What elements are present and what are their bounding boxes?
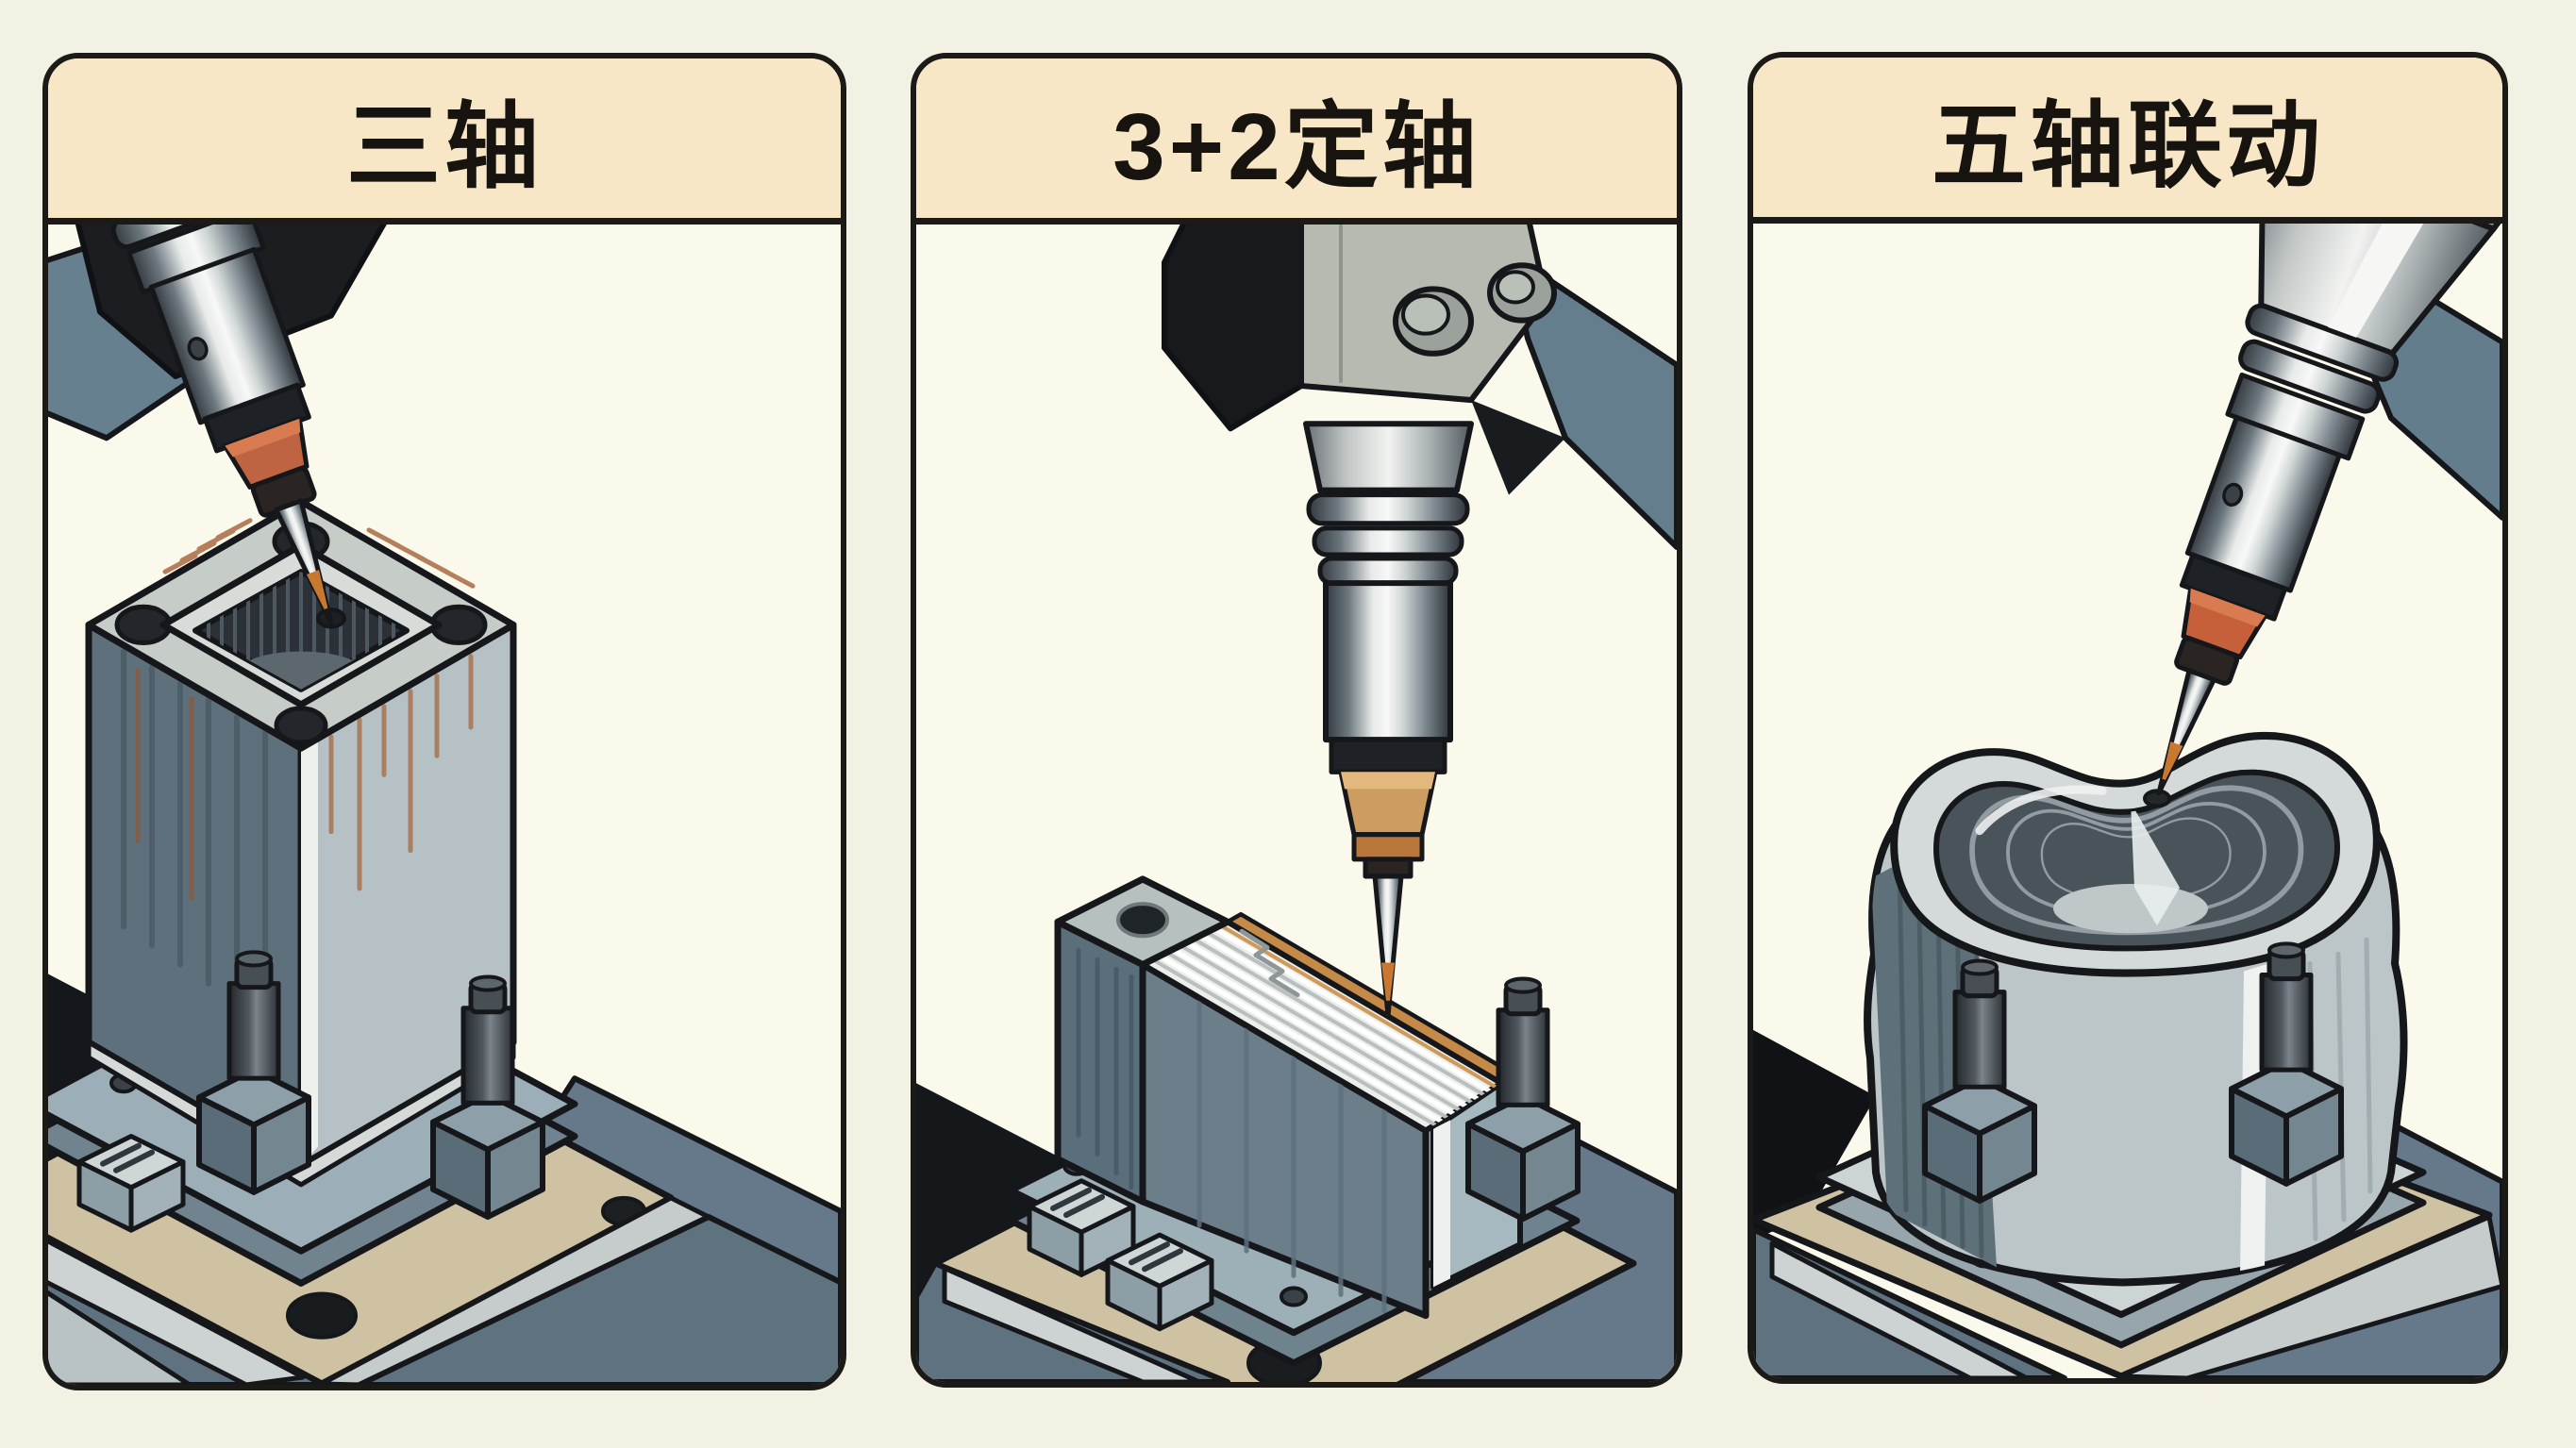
machine-arm [1162, 225, 1677, 550]
spindle-illustration [110, 225, 334, 625]
panel-title-three-plus-two: 3+2定轴 [1112, 94, 1480, 200]
panel-header-five-axis: 五轴联动 [1753, 58, 2502, 224]
spindle-illustration [1303, 421, 1474, 1019]
spindle-illustration [2156, 224, 2502, 795]
panel-illustration-five-axis [1753, 224, 2502, 1378]
panel-illustration-three-plus-two [916, 225, 1677, 1382]
panel-three-axis: 三轴 [42, 53, 846, 1390]
panel-title-three-axis: 三轴 [346, 94, 543, 200]
panel-header-three-plus-two: 3+2定轴 [916, 58, 1677, 225]
panel-five-axis: 五轴联动 [1748, 52, 2508, 1384]
panel-three-plus-two: 3+2定轴 [911, 53, 1682, 1388]
panel-title-five-axis: 五轴联动 [1932, 93, 2324, 199]
workpiece-freeform-bowl [1864, 732, 2408, 1287]
panel-illustration-three-axis [48, 225, 841, 1385]
workpiece-pocket-block [85, 498, 517, 1188]
panel-header-three-axis: 三轴 [48, 58, 841, 225]
